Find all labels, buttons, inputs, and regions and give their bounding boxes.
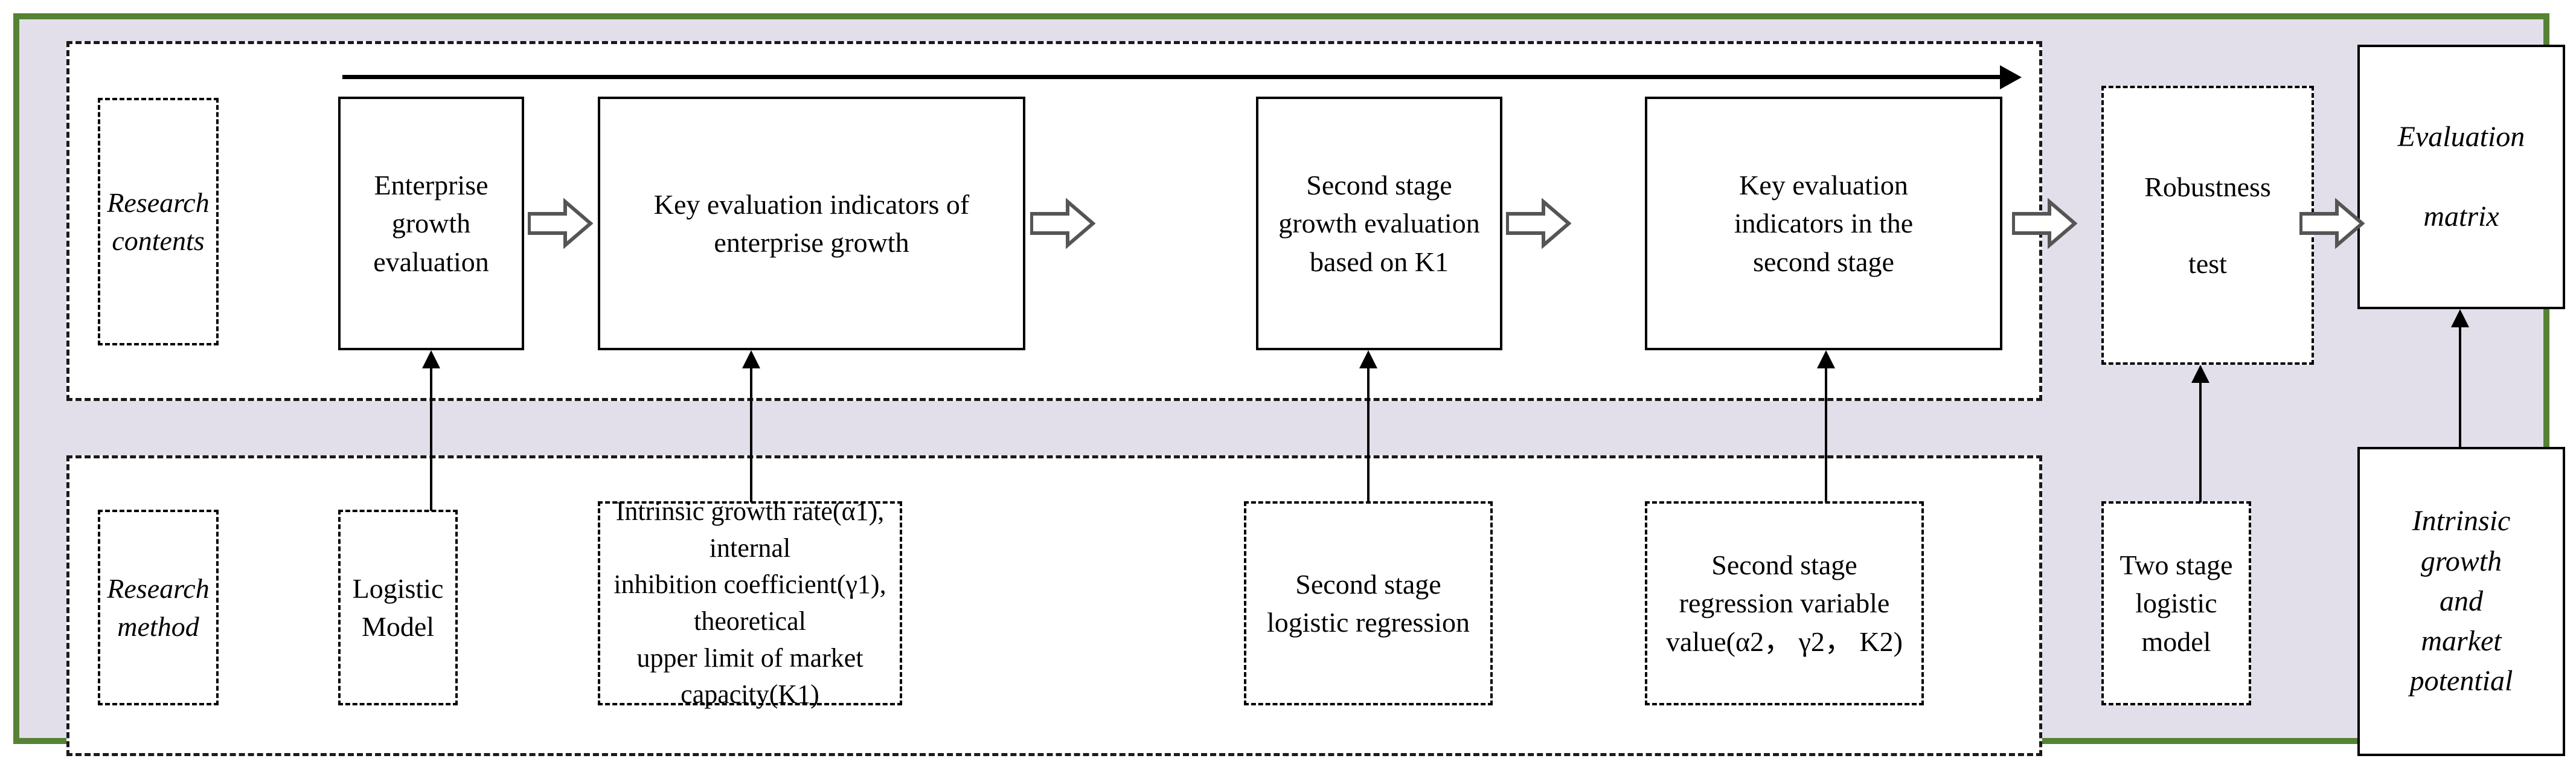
vertical-arrow-line-2 <box>750 368 752 502</box>
research-method-line-2: method <box>117 611 199 642</box>
node-second-stage-growth-evaluation-based-on-k1: Second stage growth evaluation based on … <box>1256 97 1502 350</box>
node-line: potential <box>2409 665 2513 698</box>
node-intrinsic-growth-rate-parameters: Intrinsic growth rate(α1), internal inhi… <box>598 496 902 709</box>
node-line: enterprise growth <box>714 227 909 258</box>
node-line: Model <box>361 611 435 642</box>
block-arrow-icon-3 <box>1506 198 1571 249</box>
vertical-arrow-head-icon-4 <box>1817 350 1835 368</box>
research-contents-label-box: Research contents <box>98 98 219 345</box>
research-method-label-box: Research method <box>98 510 219 705</box>
block-arrow-icon-2 <box>1030 198 1095 249</box>
node-line: Second stage <box>1295 568 1441 600</box>
feedback-arrow-line <box>342 75 2003 79</box>
node-line: upper limit of market capacity(K1) <box>636 643 863 710</box>
node-line: Second stage <box>1711 549 1857 580</box>
node-line: value(α2， γ2， K2) <box>1666 626 1903 657</box>
node-line: logistic regression <box>1267 607 1470 638</box>
node-line: Intrinsic <box>2412 505 2511 537</box>
node-line: and <box>2440 585 2483 617</box>
vertical-arrow-head-icon-1 <box>422 350 440 368</box>
node-line: growth <box>391 208 471 239</box>
research-contents-line-1: Research <box>107 187 210 218</box>
node-line: Second stage <box>1306 169 1452 200</box>
node-line: test <box>2188 248 2227 279</box>
diagram-outer-frame: Research contents Enterprise growth eval… <box>13 13 2565 756</box>
node-line: indicators in the <box>1734 208 1914 239</box>
vertical-arrow-line-5 <box>2199 383 2202 502</box>
node-robustness-test: Robustness test <box>2101 86 2314 365</box>
vertical-arrow-head-icon-6 <box>2451 309 2469 327</box>
block-arrow-icon-4 <box>2012 198 2077 249</box>
node-line: Intrinsic growth rate(α1), internal <box>615 496 885 563</box>
vertical-arrow-line-6 <box>2459 327 2461 448</box>
node-line: growth evaluation <box>1278 208 1480 239</box>
node-two-stage-logistic-model: Two stage logistic model <box>2101 501 2251 705</box>
node-logistic-model: Logistic Model <box>338 510 458 705</box>
node-line: based on K1 <box>1310 246 1449 277</box>
block-arrow-icon-1 <box>528 198 593 249</box>
research-contents-line-2: contents <box>112 225 205 256</box>
node-line: regression variable <box>1679 588 1890 619</box>
node-line: Logistic <box>352 573 444 604</box>
node-line: logistic <box>2135 588 2217 619</box>
node-key-evaluation-indicators-of-enterprise-growth: Key evaluation indicators of enterprise … <box>598 97 1025 350</box>
node-line: matrix <box>2423 200 2499 233</box>
node-key-evaluation-indicators-in-the-second-stage: Key evaluation indicators in the second … <box>1645 97 2002 350</box>
block-arrow-icon-5 <box>2299 198 2365 249</box>
vertical-arrow-head-icon-2 <box>742 350 760 368</box>
node-line: Evaluation <box>2397 120 2525 153</box>
node-line: second stage <box>1753 246 1894 277</box>
node-enterprise-growth-evaluation: Enterprise growth evaluation <box>338 97 524 350</box>
node-line: market <box>2421 625 2502 658</box>
node-second-stage-logistic-regression: Second stage logistic regression <box>1244 501 1493 705</box>
node-line: model <box>2141 626 2211 657</box>
vertical-arrow-head-icon-5 <box>2191 365 2209 383</box>
node-line: Enterprise <box>374 169 489 200</box>
feedback-arrow-head-icon <box>2000 65 2022 89</box>
node-line: Key evaluation <box>1739 169 1908 200</box>
vertical-arrow-line-1 <box>430 368 432 511</box>
node-line: Key evaluation indicators of <box>653 188 970 220</box>
node-line: growth <box>2420 545 2502 577</box>
node-line: inhibition coefficient(γ1), theoretical <box>614 569 886 636</box>
node-evaluation-matrix: Evaluation matrix <box>2357 45 2565 309</box>
vertical-arrow-line-3 <box>1367 368 1370 502</box>
node-line: evaluation <box>373 246 489 277</box>
vertical-arrow-line-4 <box>1825 368 1827 502</box>
node-line: Robustness <box>2144 171 2271 202</box>
node-second-stage-regression-variable-value: Second stage regression variable value(α… <box>1645 501 1924 705</box>
node-line: Two stage <box>2119 549 2233 580</box>
node-intrinsic-growth-and-market-potential: Intrinsic growth and market potential <box>2357 447 2565 756</box>
vertical-arrow-head-icon-3 <box>1359 350 1377 368</box>
research-method-line-1: Research <box>107 573 210 604</box>
